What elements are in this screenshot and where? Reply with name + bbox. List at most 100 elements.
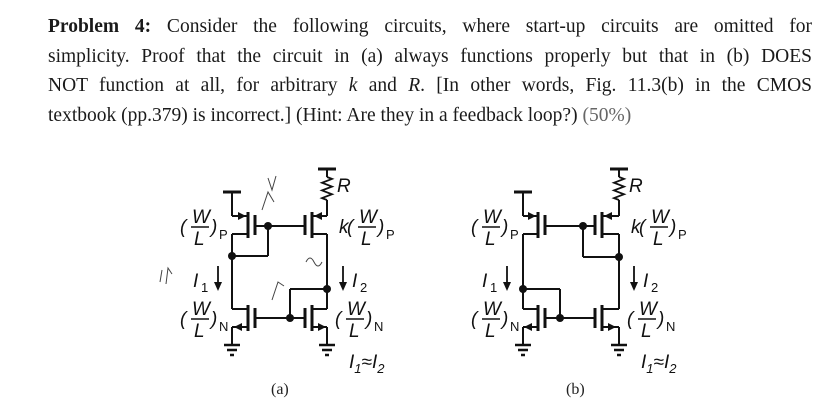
problem-text: NOT function at all, for arbitrary	[48, 75, 349, 96]
current-subscript: 2	[651, 280, 658, 295]
current-label: I	[643, 271, 649, 292]
problem-statement: Problem 4: Consider the following circui…	[48, 12, 812, 130]
source-arrow-icon	[314, 212, 322, 220]
figure-caption: (a)	[271, 381, 289, 398]
figure-caption: (b)	[566, 381, 585, 398]
relation-part: 2	[376, 361, 385, 376]
wl-subscript: P	[219, 227, 228, 242]
source-arrow-icon	[318, 323, 326, 331]
wl-paren: (	[347, 217, 355, 238]
wl-paren: )	[668, 217, 676, 238]
current-arrow-icon	[214, 282, 222, 291]
current-relation: I1≈I2	[349, 352, 385, 376]
relation-part: ≈	[362, 352, 373, 373]
current-arrow-icon	[503, 282, 511, 291]
wl-paren: (	[471, 309, 479, 330]
resistor-icon	[611, 176, 627, 201]
problem-text: . [In other words, Fig. 11.3(b) in the C…	[420, 75, 812, 96]
resistor-icon	[319, 176, 335, 201]
relation-part: I	[641, 352, 647, 373]
handwritten-annotation	[159, 266, 173, 285]
wl-L: L	[194, 229, 205, 250]
source-arrow-icon	[234, 323, 242, 331]
wl-L: L	[361, 229, 372, 250]
wl-W: W	[639, 299, 659, 320]
handwritten-annotation	[261, 190, 275, 211]
current-label: I	[482, 271, 488, 292]
source-arrow-icon	[608, 323, 616, 331]
wl-subscript: P	[386, 227, 395, 242]
k-label: k	[631, 217, 642, 238]
wl-subscript: N	[510, 319, 519, 334]
wl-W: W	[651, 207, 671, 228]
wl-paren: )	[500, 217, 508, 238]
handwritten-annotation	[271, 281, 285, 301]
current-subscript: 1	[201, 280, 208, 295]
problem-line-1: Problem 4: Consider the following circui…	[48, 12, 812, 42]
wl-subscript: P	[510, 227, 519, 242]
wl-W: W	[483, 299, 503, 320]
wl-L: L	[653, 229, 664, 250]
points: (50%)	[582, 104, 632, 126]
wl-paren: )	[656, 309, 664, 330]
problem-number: Problem 4:	[48, 16, 152, 37]
current-subscript: 1	[490, 280, 497, 295]
wl-paren: )	[500, 309, 508, 330]
wl-paren: (	[627, 309, 635, 330]
handwritten-annotation	[305, 257, 323, 267]
wl-subscript: N	[666, 319, 675, 334]
wl-paren: )	[209, 217, 217, 238]
wl-paren: (	[180, 309, 188, 330]
current-relation: I1≈I2	[641, 352, 677, 376]
wl-L: L	[349, 321, 360, 342]
current-subscript: 2	[360, 280, 367, 295]
wl-paren: )	[376, 217, 384, 238]
wl-L: L	[485, 229, 496, 250]
relation-part: 2	[668, 361, 677, 376]
wl-W: W	[483, 207, 503, 228]
source-arrow-icon	[524, 323, 532, 331]
problem-text: and	[357, 75, 409, 96]
relation-part: ≈	[654, 352, 665, 373]
wl-W: W	[359, 207, 379, 228]
resistor-label: R	[337, 176, 351, 197]
wl-paren: (	[180, 217, 188, 238]
problem-line-3: NOT function at all, for arbitrary k and…	[48, 71, 812, 101]
wl-W: W	[192, 207, 212, 228]
problem-line-4: textbook (pp.379) is incorrect.] (Hint: …	[48, 101, 812, 131]
problem-text: Consider the following circuits, where s…	[151, 16, 812, 37]
var-R: R	[408, 75, 421, 96]
wl-paren: )	[364, 309, 372, 330]
wl-L: L	[485, 321, 496, 342]
wl-L: L	[641, 321, 652, 342]
source-arrow-icon	[238, 212, 246, 220]
relation-part: 1	[354, 361, 361, 376]
wl-subscript: N	[374, 319, 383, 334]
relation-part: 1	[646, 361, 653, 376]
wl-subscript: N	[219, 319, 228, 334]
current-arrow-icon	[339, 282, 347, 291]
wl-paren: (	[639, 217, 647, 238]
source-arrow-icon	[528, 212, 536, 220]
wl-L: L	[194, 321, 205, 342]
current-label: I	[352, 271, 358, 292]
relation-part: I	[349, 352, 355, 373]
handwritten-annotation	[267, 175, 277, 192]
problem-text: textbook (pp.379) is incorrect.] (Hint: …	[48, 104, 583, 126]
source-arrow-icon	[604, 212, 612, 220]
wl-paren: (	[335, 309, 343, 330]
current-arrow-icon	[630, 282, 638, 291]
relation-part: I	[372, 352, 378, 373]
resistor-label: R	[629, 176, 643, 197]
wl-paren: (	[471, 217, 479, 238]
wl-W: W	[347, 299, 367, 320]
k-label: k	[339, 217, 350, 238]
wl-subscript: P	[678, 227, 687, 242]
relation-part: I	[664, 352, 670, 373]
current-label: I	[193, 271, 199, 292]
wl-paren: )	[209, 309, 217, 330]
problem-line-2: simplicity. Proof that the circuit in (a…	[48, 45, 812, 67]
var-k: k	[348, 75, 358, 96]
wl-W: W	[192, 299, 212, 320]
